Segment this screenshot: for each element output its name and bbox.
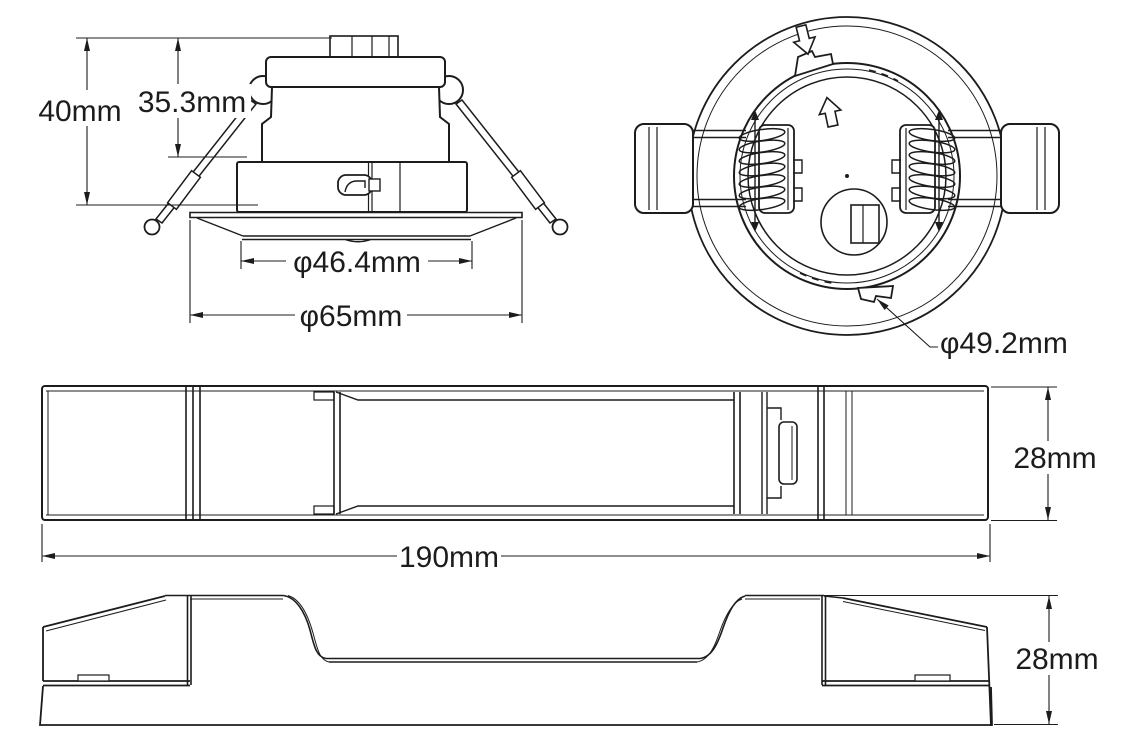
cable-entry-block	[850, 204, 880, 244]
spring-arm-sleeve	[166, 169, 202, 211]
rotate-arrow-inner-icon	[817, 96, 843, 128]
dim-trim-diameter: φ65mm	[189, 220, 523, 333]
spring-assembly-left	[634, 109, 803, 233]
spring-arm-sleeve	[510, 169, 546, 211]
right-cap-lines	[845, 391, 853, 515]
twist-ring-outer	[733, 62, 961, 290]
cap-slot	[914, 674, 951, 682]
latch-tab	[368, 178, 381, 192]
trim-inner-circle	[696, 25, 998, 327]
dim-body-height: 35.3mm	[133, 38, 251, 158]
spring-arm-right	[454, 98, 569, 236]
cap-slot	[77, 674, 110, 682]
lock-tab-top	[793, 49, 835, 78]
lock-tab-bottom	[856, 285, 895, 304]
output-connector	[761, 392, 798, 514]
lamp-cap	[265, 56, 446, 88]
latch	[337, 174, 373, 196]
dim-label-46-4mm: φ46.4mm	[293, 246, 421, 279]
trim-flange	[189, 211, 523, 219]
cover-plate	[313, 391, 741, 515]
center-mark	[845, 174, 849, 178]
trim-cone	[196, 217, 517, 237]
housing-inner-lines	[46, 390, 984, 516]
dim-label-49-2mm: φ49.2mm	[940, 327, 1068, 360]
left-cap-edge	[185, 386, 201, 520]
dim-total-height: 40mm	[38, 37, 332, 206]
dim-label-40mm: 40mm	[38, 95, 121, 128]
dim-driver-height: 28mm	[824, 594, 1104, 726]
latch-hook	[344, 180, 366, 193]
spring-arm-left	[143, 98, 258, 236]
rear-view: φ49.2mm	[634, 16, 1068, 360]
driver-housing	[41, 385, 989, 521]
dim-cutout-diameter: φ46.4mm	[240, 241, 473, 279]
base-plate	[39, 685, 993, 726]
twist-ring-inner	[739, 68, 955, 284]
dim-label-190mm: 190mm	[399, 541, 499, 574]
ring-dashes-top	[868, 69, 899, 82]
right-end-cap	[821, 595, 992, 727]
trim-lip	[242, 235, 471, 243]
dim-label-35-3mm: 35.3mm	[138, 86, 246, 119]
dim-label-65mm: φ65mm	[300, 300, 403, 333]
dim-driver-length: 190mm	[41, 524, 991, 574]
dim-driver-width: 28mm	[991, 386, 1102, 522]
right-cap-edge	[817, 386, 825, 520]
spring-assembly-right	[891, 109, 1060, 233]
spring-arm-foot	[143, 218, 161, 236]
dim-label-28mm-bottom: 28mm	[1015, 643, 1098, 676]
dim-label-28mm-top: 28mm	[1013, 442, 1096, 475]
driver-top-view: 190mm 28mm	[41, 385, 1102, 574]
rotate-arrow-outer-icon	[791, 23, 817, 56]
center-recess	[282, 594, 746, 663]
dim-spring-ring-diameter: φ49.2mm	[876, 298, 1068, 360]
terminal-block	[329, 35, 399, 59]
front-view: 40mm 35.3mm φ46.4mm φ65mm	[38, 35, 569, 333]
lamp-body	[261, 86, 450, 163]
spring-arm-foot	[551, 218, 569, 236]
driver-side-view: 28mm	[39, 594, 1104, 727]
terminal-block-detail	[351, 36, 390, 58]
left-end-cap	[42, 595, 192, 687]
ring-dashes-bottom	[799, 272, 833, 284]
